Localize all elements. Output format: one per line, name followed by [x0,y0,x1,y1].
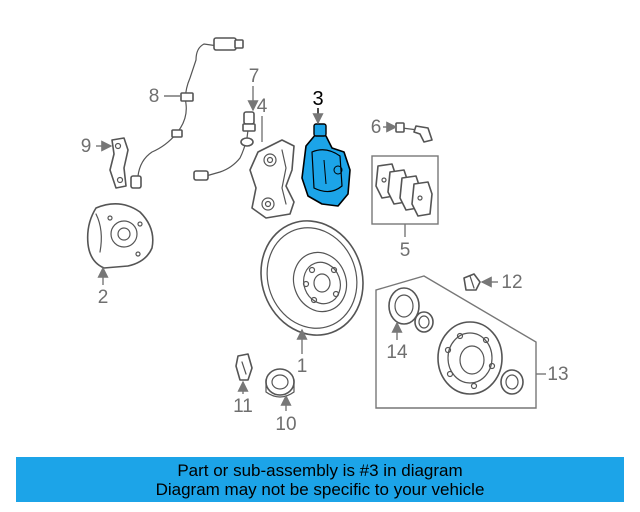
callout-10[interactable]: 10 [275,414,296,435]
part-6-wear-sensor[interactable] [395,122,433,143]
banner-line-disclaimer: Diagram may not be specific to your vehi… [155,479,485,499]
part-12-wheel-bolt[interactable] [463,273,481,291]
callout-8[interactable]: 8 [149,86,160,107]
callout-14[interactable]: 14 [386,342,408,363]
part-4-caliper-carrier[interactable] [249,139,295,219]
callout-7[interactable]: 7 [249,66,260,87]
callout-9[interactable]: 9 [81,136,92,157]
part-10-hub-nut[interactable] [265,368,295,398]
part-7-brake-hose[interactable] [193,111,256,181]
info-banner: Part or sub-assembly is #3 in diagram Di… [16,457,624,502]
callout-3[interactable]: 3 [312,88,323,110]
callout-2[interactable]: 2 [98,287,109,308]
callout-12[interactable]: 12 [501,272,522,293]
part-9-sensor-bracket[interactable] [109,137,129,189]
callout-6[interactable]: 6 [371,117,382,138]
part-13-hub-assembly[interactable] [375,275,537,409]
callout-5[interactable]: 5 [400,240,411,261]
part-3-brake-caliper[interactable] [301,123,351,207]
part-1-brake-rotor[interactable] [245,206,379,349]
part-11-grease-cap[interactable] [235,353,253,381]
callout-1[interactable]: 1 [297,356,308,377]
part-8-speed-sensor-wire[interactable] [130,37,244,189]
exploded-parts-diagram: 8 9 2 7 4 3 6 5 12 1 14 13 11 10 [81,37,569,435]
banner-line-part: Part or sub-assembly is #3 in diagram [177,460,463,480]
callout-4[interactable]: 4 [257,96,268,117]
callout-13[interactable]: 13 [547,364,568,385]
part-5-brake-pads[interactable] [371,155,439,225]
callout-11[interactable]: 11 [233,396,253,417]
part-2-splash-shield[interactable] [86,203,154,269]
